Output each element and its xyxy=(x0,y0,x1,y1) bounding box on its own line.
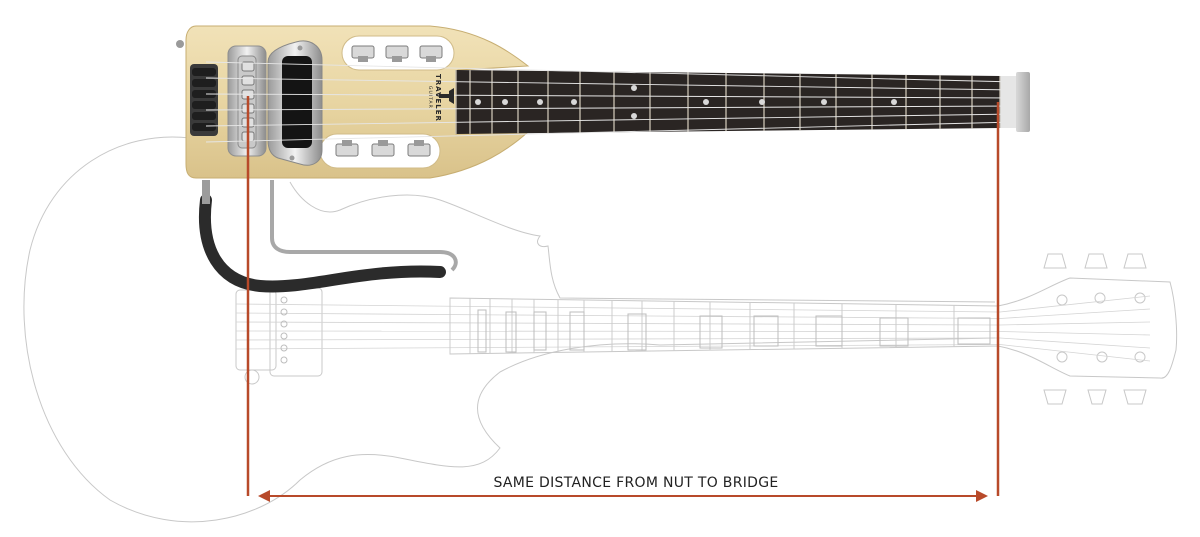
travel-inlay-dot xyxy=(891,99,897,105)
travel-inlay-dot xyxy=(821,99,827,105)
anchor-knob xyxy=(192,123,216,131)
standard-guitar-strings xyxy=(235,295,1151,362)
tuner-post xyxy=(392,56,402,62)
travel-fretboard xyxy=(456,70,1000,134)
string-anchor xyxy=(176,40,218,136)
tuner-post xyxy=(414,140,424,146)
travel-inlay-dot xyxy=(631,113,637,119)
travel-fret-markers xyxy=(475,85,897,119)
travel-inlay-dot xyxy=(502,99,508,105)
travel-tuners xyxy=(335,45,443,157)
bg-string-headstock xyxy=(999,321,1151,326)
bg-string xyxy=(235,303,1001,313)
travel-inlay-dot xyxy=(703,99,709,105)
anchor-knob xyxy=(192,112,216,120)
travel-frets xyxy=(455,70,1001,134)
bg-inlay xyxy=(627,313,647,351)
travel-inlay-dot xyxy=(759,99,765,105)
travel-inlay-dot xyxy=(475,99,481,105)
bg-inlay xyxy=(879,317,909,347)
bg-string xyxy=(235,312,1001,319)
bg-string xyxy=(235,321,1001,326)
bg-pole-piece xyxy=(280,320,288,328)
standard-guitar-frets xyxy=(449,298,999,354)
bg-string xyxy=(235,344,1001,350)
bg-pole-piece xyxy=(280,296,288,304)
travel-inlay-dot xyxy=(571,99,577,105)
bg-inlay xyxy=(957,317,991,345)
bg-pole-piece xyxy=(280,308,288,316)
bg-inlay xyxy=(477,309,487,353)
travel-string xyxy=(205,93,1017,99)
scale-length-annotation: SAME DISTANCE FROM NUT TO BRIDGE xyxy=(246,96,1000,502)
travel-string xyxy=(205,61,1017,83)
tuner-post xyxy=(342,140,352,146)
tuner-post xyxy=(378,140,388,146)
anchor-knob xyxy=(192,79,216,87)
brand-sub: GUITAR xyxy=(427,86,433,109)
bg-string-headstock xyxy=(999,308,1151,319)
armrest-steel-rod xyxy=(270,180,458,272)
travel-guitar: TRAVELER GUITAR xyxy=(176,25,1030,293)
pickup xyxy=(282,56,312,148)
anchor-knob xyxy=(192,101,216,109)
bg-string xyxy=(235,330,1001,332)
distance-caption: SAME DISTANCE FROM NUT TO BRIDGE xyxy=(493,475,778,491)
bg-inlay xyxy=(699,315,723,349)
travel-string xyxy=(205,121,1017,143)
armrest-padding xyxy=(199,194,446,293)
travel-string xyxy=(205,113,1017,127)
bg-inlay xyxy=(505,311,517,353)
bg-string-headstock xyxy=(999,295,1151,313)
bg-string-headstock xyxy=(999,331,1151,336)
bg-pole-piece xyxy=(280,332,288,340)
neck-pickup-poles xyxy=(280,296,288,364)
travel-string xyxy=(205,105,1017,111)
bg-inlay xyxy=(815,315,843,347)
tuner-post xyxy=(426,56,436,62)
travel-inlay-dot xyxy=(631,85,637,91)
saddle xyxy=(241,75,255,86)
anchor-knob xyxy=(192,68,216,76)
fretboard-outline xyxy=(449,297,999,355)
bg-inlay xyxy=(753,315,779,347)
guitar-body-outline xyxy=(23,136,996,523)
travel-nut xyxy=(1016,72,1030,132)
bg-pole-piece xyxy=(280,356,288,364)
travel-strings xyxy=(205,61,1017,143)
bg-string-headstock xyxy=(999,344,1151,362)
headstock-outline xyxy=(997,277,1178,379)
travel-inlay-dot xyxy=(537,99,543,105)
logo-mark-icon xyxy=(439,88,454,104)
arrow-left-icon xyxy=(258,490,270,502)
tuner-post xyxy=(358,56,368,62)
standard-guitar-outline xyxy=(23,136,1178,523)
bg-string-headstock xyxy=(999,337,1151,349)
bg-inlay xyxy=(533,311,547,351)
bg-inlay xyxy=(569,311,585,351)
arrow-right-icon xyxy=(976,490,988,502)
travel-string xyxy=(205,77,1017,91)
traveler-logo: TRAVELER GUITAR xyxy=(427,74,454,122)
bg-string xyxy=(235,337,1001,341)
standard-guitar-fret-markers xyxy=(477,309,991,353)
saddle xyxy=(241,61,255,72)
anchor-knob xyxy=(192,90,216,98)
brand-name: TRAVELER xyxy=(434,74,442,122)
neck-pickup-outline xyxy=(269,287,323,377)
bg-pole-piece xyxy=(280,344,288,352)
